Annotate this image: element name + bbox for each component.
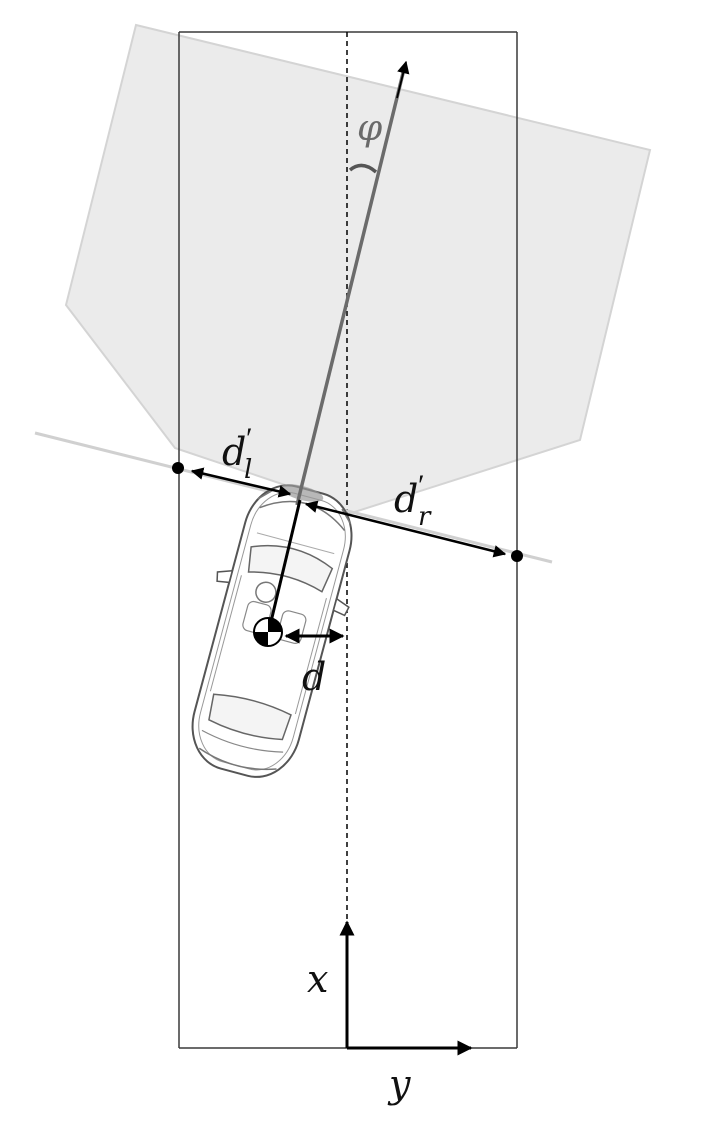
svg-text:r: r: [418, 502, 432, 532]
right-distance-label: d ′ r: [394, 469, 432, 532]
right-distance-arrow: [304, 500, 507, 558]
cg-to-front-line: [267, 499, 302, 631]
front-axle-marker: [280, 484, 324, 502]
center-of-gravity-icon: [253, 617, 283, 647]
lateral-offset-label: d: [302, 655, 326, 699]
heading-angle-label: φ: [357, 108, 383, 149]
svg-text:d: d: [222, 430, 246, 474]
svg-text:l: l: [244, 455, 252, 485]
x-axis-label: x: [307, 957, 328, 1001]
svg-text:d: d: [394, 477, 418, 521]
svg-text:′: ′: [246, 422, 253, 455]
heading-angle-arc: [348, 163, 378, 174]
y-axis-label: y: [387, 1062, 411, 1106]
left-distance-label: d ′ l: [222, 422, 253, 485]
left-distance-arrow: [190, 467, 292, 498]
heading-arrow: [396, 60, 410, 99]
heading-line: [295, 64, 407, 506]
svg-text:′: ′: [418, 469, 425, 502]
left-boundary-point: [172, 462, 184, 474]
right-boundary-point: [511, 550, 523, 562]
camera-field-of-view: [64, 23, 652, 517]
